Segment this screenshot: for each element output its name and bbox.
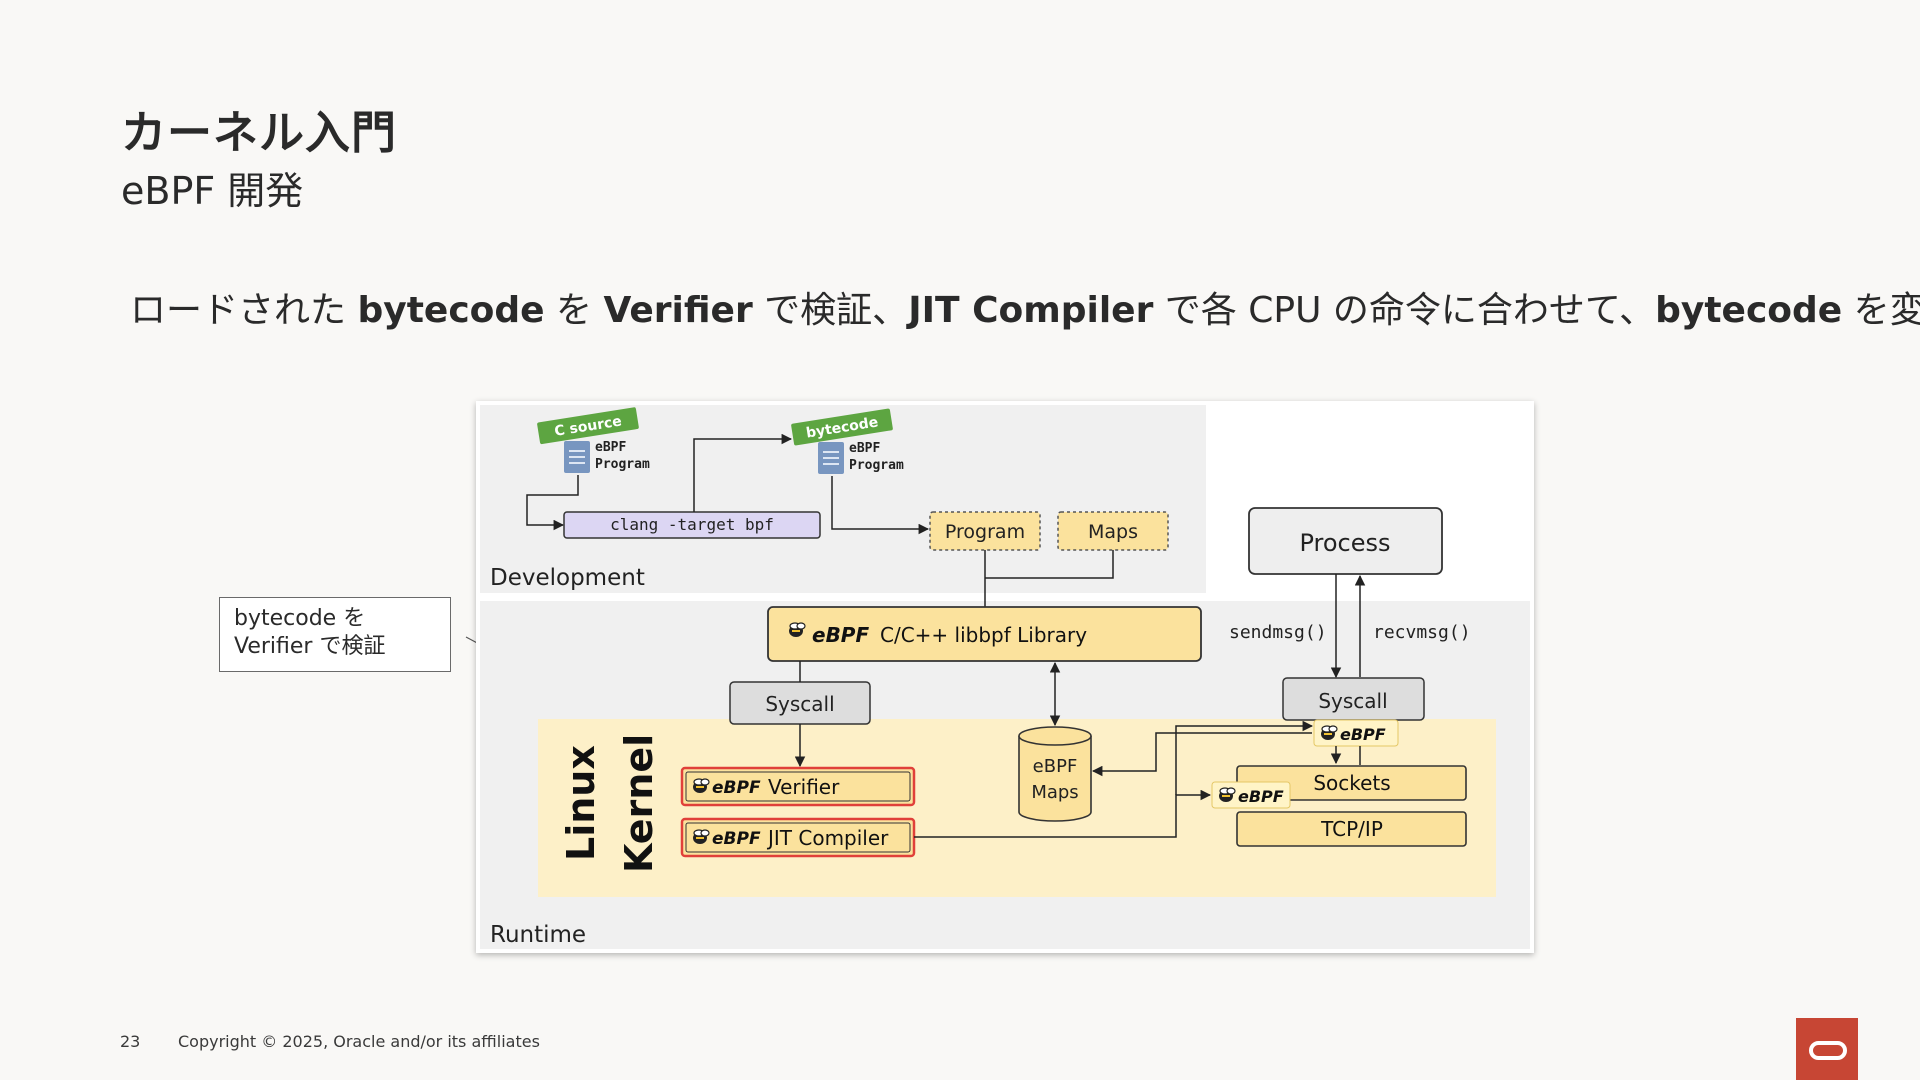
lead-bold-bytecode-2: bytecode [1655, 290, 1843, 331]
sockets-label: Sockets [1313, 771, 1390, 795]
arrow-c-source-to-clang [526, 475, 579, 531]
copyright-text: Copyright © 2025, Oracle and/or its affi… [178, 1032, 540, 1051]
oracle-logo-icon [1809, 1041, 1847, 1060]
bytecode-file-icon [818, 442, 844, 474]
callout-line-1: bytecode を [234, 606, 366, 631]
ebpf-maps-cylinder [1018, 726, 1092, 822]
lead-bold-bytecode: bytecode [357, 290, 545, 331]
process-box [1248, 507, 1443, 575]
arrow-jit-to-sockets [914, 789, 1212, 838]
maps-label: Maps [1088, 521, 1138, 543]
lead-text-3: で検証、 [752, 290, 909, 331]
program-box [929, 511, 1041, 551]
libbpf-label: C/C++ libbpf Library [880, 623, 1087, 647]
syscall-left-label: Syscall [765, 692, 834, 716]
slide-subtitle: eBPF 開発 [121, 169, 304, 213]
lead-text-1: ロードされた [130, 290, 358, 331]
process-label: Process [1299, 529, 1390, 557]
c-source-file-line-2: Program [595, 457, 650, 472]
callout-box: bytecode を Verifier で検証 [219, 597, 451, 672]
syscall-right-label: Syscall [1318, 689, 1387, 713]
arrow-bytecode-to-program [831, 476, 930, 535]
bytecode-file-line-1: eBPF [849, 441, 880, 456]
ebpf-maps-line-2: Maps [1031, 782, 1078, 803]
lead-bold-jit-compiler: JIT Compiler [908, 290, 1154, 331]
arrow-clang-to-bytecode [693, 433, 793, 512]
tcpip-box [1236, 811, 1467, 847]
libbpf-library-box [767, 606, 1202, 662]
arrow-badge-to-maps [1091, 732, 1312, 777]
verifier-label: Verifier [768, 775, 840, 799]
verifier-box [680, 766, 916, 807]
c-source-file-line-1: eBPF [595, 440, 626, 455]
ebpf-maps-line-1: eBPF [1033, 756, 1078, 777]
jit-compiler-label: JIT Compiler [766, 826, 889, 850]
connector-maps-library [985, 550, 1114, 579]
recvmsg-label: recvmsg() [1373, 622, 1471, 643]
lead-text-4: で各 CPU の命令に合わせて、 [1153, 290, 1656, 331]
callout-line-2: Verifier で検証 [234, 634, 386, 659]
c-source-file-icon [564, 441, 590, 473]
tcpip-label: TCP/IP [1320, 817, 1383, 841]
verifier-inner-border [685, 771, 911, 802]
ebpf-architecture-diagram: C source eBPF Program bytecode eBPF Prog… [476, 401, 1534, 953]
lead-text-5: を変換 [1853, 290, 1920, 331]
oracle-logo [1796, 1018, 1858, 1080]
kernel-label: Kernel [617, 734, 661, 873]
page-number: 23 [120, 1032, 141, 1051]
maps-box [1057, 511, 1169, 551]
lead-sentence: ロードされた bytecode を Verifier で検証、JIT Compi… [130, 281, 1920, 333]
syscall-ebpf-logo: eBPF [1340, 725, 1386, 744]
verifier-ebpf-logo: eBPF [712, 778, 761, 798]
clang-label: clang -target bpf [610, 515, 774, 534]
sockets-ebpf-logo: eBPF [1238, 787, 1284, 806]
libbpf-ebpf-logo: eBPF [812, 623, 869, 647]
jit-compiler-inner-border [685, 822, 911, 853]
sendmsg-label: sendmsg() [1229, 622, 1327, 643]
bytecode-file-line-2: Program [849, 458, 904, 473]
arrow-jit-to-syscall-badge [1175, 720, 1314, 795]
program-label: Program [945, 521, 1025, 543]
development-label: Development [490, 565, 645, 591]
lead-text-2: を [544, 290, 604, 331]
jit-ebpf-logo: eBPF [712, 829, 761, 849]
runtime-label: Runtime [490, 922, 586, 948]
slide-title: カーネル入門 [121, 106, 398, 159]
lead-bold-verifier: Verifier [603, 290, 753, 331]
linux-label: Linux [559, 745, 603, 861]
